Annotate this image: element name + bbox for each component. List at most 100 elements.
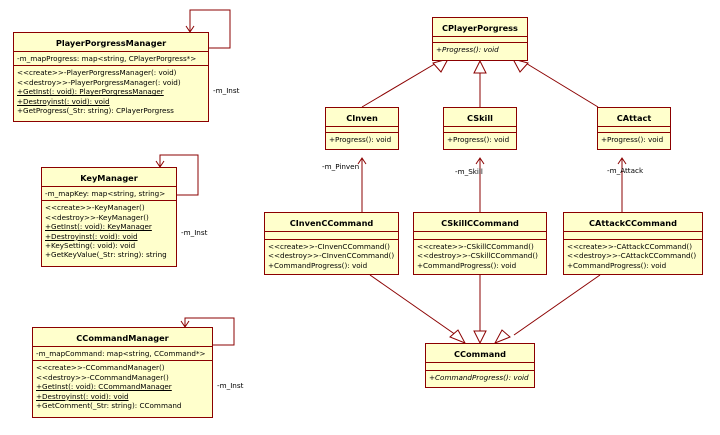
operation: +Progress(): void xyxy=(601,135,664,144)
operation-static: +GetInst(: void): CCommandManager xyxy=(36,382,172,392)
operations: <<create>>-PlayerPorgressManager(: void)… xyxy=(14,66,208,117)
ccommand-generalization-arrowhead-right xyxy=(493,329,511,344)
attack-role-label: -m_Attack xyxy=(607,166,644,175)
attribute: -m_mapProgress: map<string, CPlayerPorgr… xyxy=(17,54,197,63)
attributes xyxy=(426,363,534,371)
attributes: -m_mapCommand: map<string, CCommand*> xyxy=(33,347,212,362)
class-cinven-ccommand[interactable]: CInvenCCommand <<create>>-CInvenCCommand… xyxy=(264,212,399,275)
cpp-generalization-arrowhead-mid xyxy=(473,59,487,74)
operation: <<destroy>>-KeyManager() xyxy=(45,212,149,222)
ppm-inst-role-label: -m_Inst xyxy=(213,86,240,95)
operation: <<create>>-CCommandManager() xyxy=(36,363,165,373)
cm-inst-role-label: -m_Inst xyxy=(217,381,244,390)
operation: +CommandProgress(): void xyxy=(417,260,517,270)
operation: <<destroy>>-CSkillCCommand() xyxy=(417,251,538,261)
operation: <<create>>-CAttackCCommand() xyxy=(567,242,693,251)
operations: <<create>>-CAttackCCommand() <<destroy>>… xyxy=(564,240,702,272)
class-cinven[interactable]: CInven +Progress(): void xyxy=(325,107,399,150)
ccommand-generalization-arrowhead-left xyxy=(449,329,467,344)
attribute: -m_mapCommand: map<string, CCommand*> xyxy=(36,349,206,358)
operations: +Progress(): void xyxy=(326,133,398,146)
attack-arrowhead xyxy=(617,157,627,165)
class-player-porgress-manager[interactable]: PlayerPorgressManager -m_mapProgress: ma… xyxy=(13,32,209,122)
cinvencmd-generalization-line xyxy=(369,274,457,336)
operation: +CommandProgress(): void xyxy=(567,260,667,270)
operation: <<create>>-CSkillCCommand() xyxy=(417,242,534,251)
operation-abstract: +CommandProgress(): void xyxy=(429,373,529,382)
operation: +GetKeyValue(_Str: string): string xyxy=(45,250,167,260)
operation-static: +Destroyinst(: void): void xyxy=(45,231,138,241)
operations: +Progress(): void xyxy=(444,133,516,146)
class-name: CSkill xyxy=(444,108,516,127)
attributes xyxy=(564,232,702,240)
class-cskill[interactable]: CSkill +Progress(): void xyxy=(443,107,517,150)
operations: +Progress(): void xyxy=(433,43,527,56)
operations: <<create>>-CSkillCCommand() <<destroy>>-… xyxy=(414,240,546,272)
operation: +Progress(): void xyxy=(447,135,510,144)
km-self-association xyxy=(159,154,199,196)
class-cattack-ccommand[interactable]: CAttackCCommand <<create>>-CAttackCComma… xyxy=(563,212,703,275)
cinven-generalization-line xyxy=(361,61,439,108)
operation-static: +Destroyinst(: void): void xyxy=(17,96,110,106)
operation: +CommandProgress(): void xyxy=(268,260,368,270)
attributes: -m_mapKey: map<string, string> xyxy=(42,187,176,202)
operation: <<create>>-KeyManager() xyxy=(45,203,145,213)
class-name: CInvenCCommand xyxy=(265,213,398,232)
attribute: -m_mapKey: map<string, string> xyxy=(45,189,166,198)
class-name: CPlayerPorgress xyxy=(433,18,527,37)
operations: <<create>>-KeyManager() <<destroy>>-KeyM… xyxy=(42,201,176,261)
pinven-arrowhead xyxy=(357,157,367,165)
cpp-generalization-arrowhead-right xyxy=(512,58,529,73)
class-name: PlayerPorgressManager xyxy=(14,33,208,52)
operation: <<create>>-PlayerPorgressManager(: void) xyxy=(17,68,177,78)
operation: <<destroy>>-CCommandManager() xyxy=(36,372,169,382)
class-cskill-ccommand[interactable]: CSkillCCommand <<create>>-CSkillCCommand… xyxy=(413,212,547,275)
cpp-generalization-arrowhead-left xyxy=(432,58,449,73)
skill-role-label: -m_Skill xyxy=(455,167,483,176)
operation: <<destroy>>-CAttackCCommand() xyxy=(567,251,697,261)
attributes xyxy=(326,127,398,133)
attributes xyxy=(598,127,670,133)
operations: <<create>>-CInvenCCommand() <<destroy>>-… xyxy=(265,240,398,272)
class-name: CCommand xyxy=(426,344,534,363)
operation: <<destroy>>-CInvenCCommand() xyxy=(268,251,395,261)
attributes xyxy=(444,127,516,133)
operation: <<destroy>>-PlayerPorgressManager(: void… xyxy=(17,77,181,87)
attributes: -m_mapProgress: map<string, CPlayerPorgr… xyxy=(14,52,208,67)
operation: +GetProgress(_Str: string): CPlayerPorgr… xyxy=(17,106,174,116)
class-cattact[interactable]: CAttact +Progress(): void xyxy=(597,107,671,150)
operation: +Progress(): void xyxy=(329,135,392,144)
operation: +KeySetting(: void): void xyxy=(45,241,136,251)
class-ccommand-manager[interactable]: CCommandManager -m_mapCommand: map<strin… xyxy=(32,327,213,418)
class-name: CAttackCCommand xyxy=(564,213,702,232)
class-ccommand[interactable]: CCommand +CommandProgress(): void xyxy=(425,343,535,388)
class-name: CCommandManager xyxy=(33,328,212,347)
operation-static: +GetInst(: void): KeyManager xyxy=(45,222,152,232)
cattack-generalization-line xyxy=(523,61,599,108)
attributes xyxy=(433,37,527,43)
class-name: CInven xyxy=(326,108,398,127)
km-inst-role-label: -m_Inst xyxy=(181,228,208,237)
attributes xyxy=(414,232,546,240)
operation-abstract: +Progress(): void xyxy=(436,45,499,54)
ccommand-generalization-arrowhead-mid xyxy=(473,330,487,345)
operation-static: +GetInst(: void): PlayerPorgressManager xyxy=(17,87,164,97)
ppm-self-association xyxy=(189,9,231,49)
operations: +Progress(): void xyxy=(598,133,670,146)
class-name: CSkillCCommand xyxy=(414,213,546,232)
operation: +GetComment(_Str: string): CCommand xyxy=(36,401,182,411)
cm-self-association xyxy=(184,317,235,346)
class-name: CAttact xyxy=(598,108,670,127)
class-key-manager[interactable]: KeyManager -m_mapKey: map<string, string… xyxy=(41,167,177,267)
operation: <<create>>-CInvenCCommand() xyxy=(268,242,390,251)
operation-static: +Destroyinst(: void): void xyxy=(36,391,129,401)
class-cplayer-porgress[interactable]: CPlayerPorgress +Progress(): void xyxy=(432,17,528,61)
pinven-role-label: -m_Pinven xyxy=(322,162,360,171)
skill-arrowhead xyxy=(475,157,485,165)
attributes xyxy=(265,232,398,240)
class-name: KeyManager xyxy=(42,168,176,187)
operations: +CommandProgress(): void xyxy=(426,371,534,384)
operations: <<create>>-CCommandManager() <<destroy>>… xyxy=(33,361,212,412)
